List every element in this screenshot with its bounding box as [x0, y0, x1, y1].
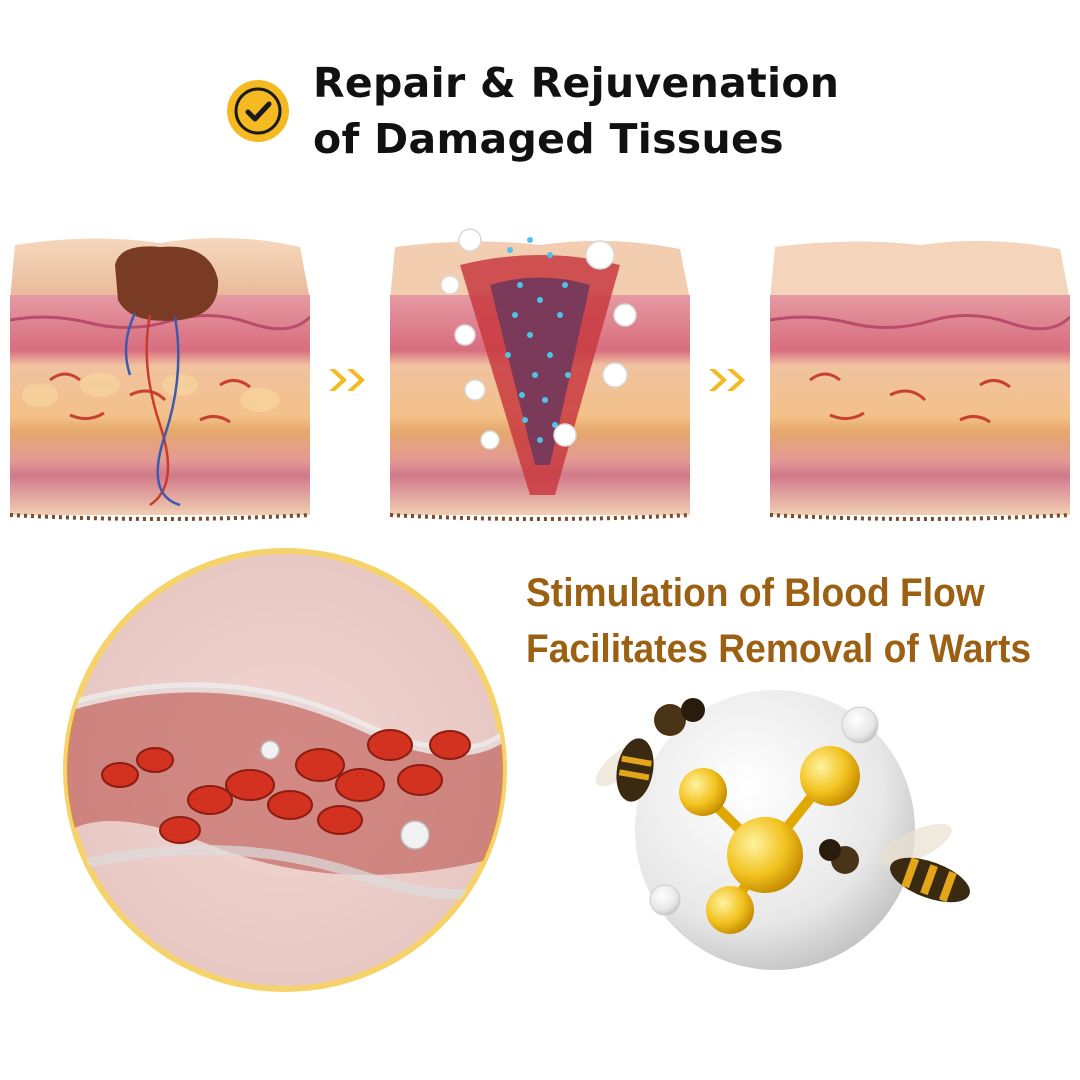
subtitle-line-2: Facilitates Removal of Warts — [526, 627, 1032, 671]
checkmark-badge-icon — [227, 80, 289, 142]
chevron-right-icon — [325, 365, 375, 395]
bee-icon — [595, 698, 705, 802]
subtitle-line-1: Stimulation of Blood Flow — [526, 571, 985, 615]
treatment-skin-illustration — [390, 228, 690, 521]
blood-vessel-illustration — [63, 548, 507, 992]
damaged-skin-illustration — [10, 237, 310, 521]
page-title: Repair & Rejuvenation of Damaged Tissues — [313, 55, 839, 167]
bee-icon — [819, 823, 970, 903]
header: Repair & Rejuvenation of Damaged Tissues — [225, 55, 925, 175]
healed-skin-illustration — [770, 240, 1070, 521]
blood-flow-subtitle: Stimulation of Blood Flow Facilitates Re… — [526, 565, 1031, 677]
chevron-right-icon — [705, 365, 755, 395]
title-line-1: Repair & Rejuvenation — [313, 59, 840, 107]
bee-molecule-illustration — [595, 690, 970, 970]
title-line-2: of Damaged Tissues — [313, 115, 784, 163]
